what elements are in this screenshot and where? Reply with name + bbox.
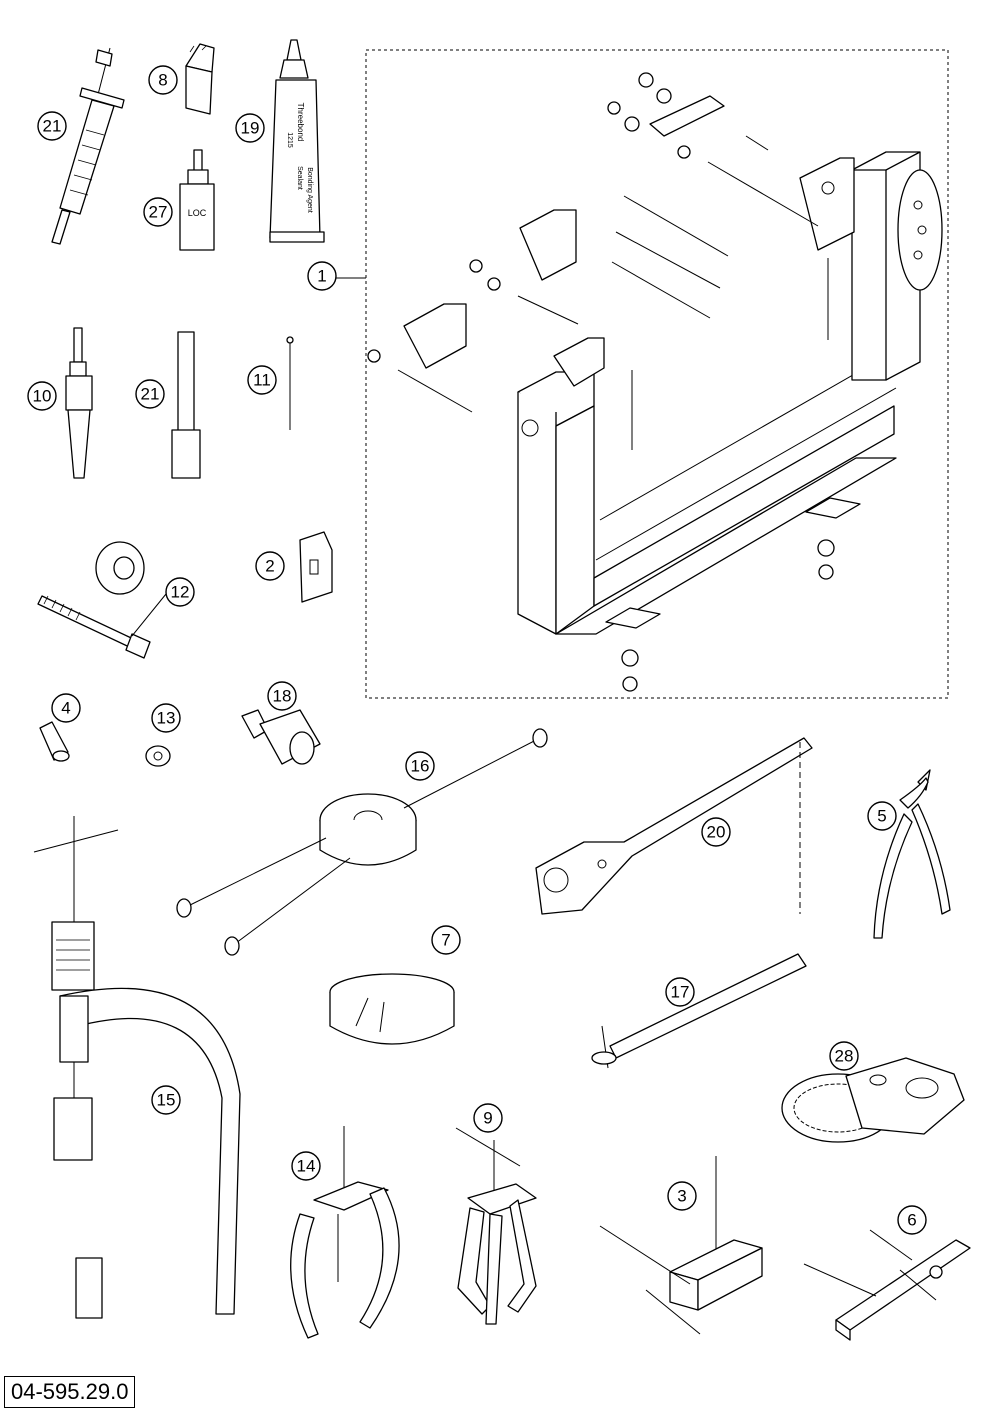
bolt-bushing-part xyxy=(37,541,151,659)
callout-21: 21 xyxy=(135,379,165,409)
three-jaw-puller-part xyxy=(455,1127,537,1325)
svg-text:16: 16 xyxy=(411,757,430,776)
callout-11: 11 xyxy=(247,365,277,395)
slide-hammer-part xyxy=(65,327,93,479)
c-clamp-part xyxy=(33,816,241,1319)
callout-6: 6 xyxy=(897,1205,927,1235)
svg-text:2: 2 xyxy=(265,557,274,576)
callout-28: 28 xyxy=(829,1041,859,1071)
callout-9: 9 xyxy=(473,1103,503,1133)
svg-text:18: 18 xyxy=(273,687,292,706)
callout-27: 27 xyxy=(143,197,173,227)
callout-3: 3 xyxy=(667,1181,697,1211)
svg-text:17: 17 xyxy=(671,983,690,1002)
cone-part xyxy=(39,721,70,762)
svg-text:13: 13 xyxy=(157,709,176,728)
callout-15: 15 xyxy=(151,1085,181,1115)
small-plate-part xyxy=(299,531,333,603)
svg-text:5: 5 xyxy=(877,807,886,826)
callout-4: 4 xyxy=(51,693,81,723)
svg-text:11: 11 xyxy=(253,371,271,390)
svg-text:27: 27 xyxy=(149,203,168,222)
glue-bottle-part: LOC xyxy=(179,149,215,251)
svg-text:21: 21 xyxy=(43,117,62,136)
pliers-part xyxy=(873,769,951,939)
callout-19: 19 xyxy=(235,113,265,143)
document-code: 04-595.29.0 xyxy=(4,1376,136,1408)
callout-17: 17 xyxy=(665,977,695,1007)
svg-text:1: 1 xyxy=(317,267,326,286)
callout-16: 16 xyxy=(405,751,435,781)
tube-label-line-3: Sealant xyxy=(296,166,303,190)
chain-holder-part xyxy=(535,737,813,915)
svg-text:9: 9 xyxy=(483,1109,492,1128)
svg-text:7: 7 xyxy=(441,931,450,950)
callout-20: 20 xyxy=(701,817,731,847)
engine-stand-part xyxy=(367,72,943,692)
drift-socket-part xyxy=(171,331,201,479)
two-jaw-puller-part xyxy=(290,1126,400,1339)
bar-puller-part xyxy=(803,1229,971,1341)
callout-12: 12 xyxy=(165,577,195,607)
svg-text:12: 12 xyxy=(171,583,190,602)
crank-puller-part xyxy=(599,1156,763,1335)
tube-label-line-1: Threebond xyxy=(296,103,305,142)
pin-part xyxy=(286,336,294,430)
svg-text:20: 20 xyxy=(707,823,726,842)
callout-26: 21 xyxy=(37,111,67,141)
adapter-part xyxy=(241,709,321,765)
puller-part xyxy=(176,728,548,956)
callout-10: 10 xyxy=(27,381,57,411)
sealant-tube-part: Threebond 1215 Sealant Bonding Agent xyxy=(269,39,325,243)
bottle-label: LOC xyxy=(188,208,207,218)
svg-text:28: 28 xyxy=(835,1047,854,1066)
flywheel-holder-part xyxy=(781,1057,965,1143)
svg-text:15: 15 xyxy=(157,1091,176,1110)
brush-bottle-part xyxy=(185,43,215,115)
callout-5: 5 xyxy=(867,801,897,831)
svg-text:3: 3 xyxy=(677,1187,686,1206)
svg-text:8: 8 xyxy=(158,71,167,90)
engine-stand-frame xyxy=(365,49,949,699)
callout-13: 13 xyxy=(151,703,181,733)
svg-text:14: 14 xyxy=(297,1157,316,1176)
svg-text:4: 4 xyxy=(61,699,70,718)
callout-14: 14 xyxy=(291,1151,321,1181)
ring-part xyxy=(329,973,455,1045)
tube-label-line-2: 1215 xyxy=(286,132,293,148)
tube-label-line-4: Bonding Agent xyxy=(306,167,313,213)
svg-text:19: 19 xyxy=(241,119,260,138)
callout-8: 8 xyxy=(148,65,178,95)
svg-text:21: 21 xyxy=(141,385,160,404)
svg-text:10: 10 xyxy=(33,387,52,406)
callout-1: 1 xyxy=(307,261,337,291)
callout-2: 2 xyxy=(255,551,285,581)
callout-7: 7 xyxy=(431,925,461,955)
syringe-part xyxy=(51,47,125,245)
nut-part xyxy=(145,745,171,767)
callout-18: 18 xyxy=(267,681,297,711)
spanner-part xyxy=(591,953,807,1069)
svg-text:6: 6 xyxy=(907,1211,916,1230)
